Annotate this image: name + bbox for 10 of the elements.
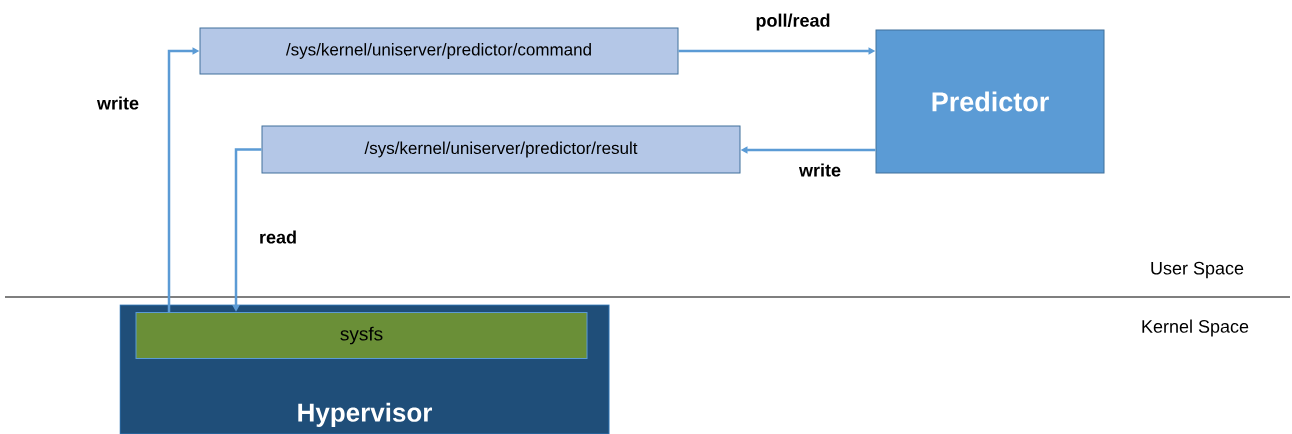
file-path-box: /sys/kernel/uniserver/predictor/command [199, 27, 679, 75]
edge-label: read [260, 230, 296, 244]
edge-label: write [96, 96, 139, 110]
predictor-box: Predictor [875, 29, 1105, 174]
space-label: User Space [1151, 261, 1244, 279]
space-label: Kernel Space [1142, 319, 1249, 337]
edge-label: write [798, 163, 841, 177]
sysfs-bar: sysfs [135, 312, 588, 359]
edge-label: poll/read [756, 13, 830, 31]
file-path-box: /sys/kernel/uniserver/predictor/result [261, 125, 741, 174]
